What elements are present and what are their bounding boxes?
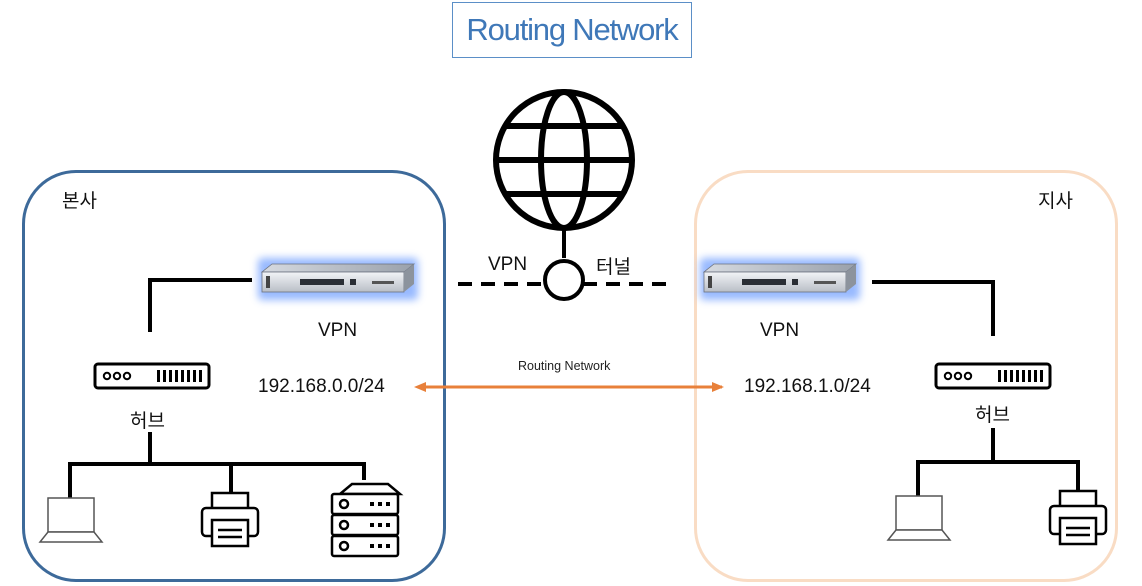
vpn-appliance-icon xyxy=(700,258,860,300)
branch-wiring xyxy=(872,280,1080,496)
globe-icon xyxy=(493,89,635,231)
branch-site xyxy=(694,170,1118,582)
server-icon xyxy=(330,482,404,558)
hub-icon xyxy=(93,362,211,390)
laptop-icon xyxy=(886,495,952,541)
branch-vpn-label: VPN xyxy=(760,320,800,341)
hq-subnet: 192.168.0.0/24 xyxy=(258,376,385,397)
routing-link-label: Routing Network xyxy=(518,359,611,373)
laptop-icon xyxy=(38,497,104,543)
printer-icon xyxy=(200,491,260,548)
hub-icon xyxy=(934,362,1052,390)
branch-hub-label: 허브 xyxy=(975,404,1010,426)
tunnel-label-tunnel: 터널 xyxy=(596,256,631,278)
printer-icon xyxy=(1048,489,1108,546)
branch-subnet: 192.168.1.0/24 xyxy=(744,376,871,397)
tunnel-node xyxy=(543,259,585,301)
hq-vpn-label: VPN xyxy=(318,320,358,341)
branch-label: 지사 xyxy=(1038,190,1073,212)
hq-hub-label: 허브 xyxy=(130,410,165,432)
diagram-title: Routing Network xyxy=(452,2,692,58)
hq-wiring xyxy=(68,278,366,498)
hq-label: 본사 xyxy=(62,190,97,212)
headquarters-site xyxy=(22,170,446,582)
tunnel-label-vpn: VPN xyxy=(488,254,528,275)
vpn-appliance-icon xyxy=(258,258,418,300)
